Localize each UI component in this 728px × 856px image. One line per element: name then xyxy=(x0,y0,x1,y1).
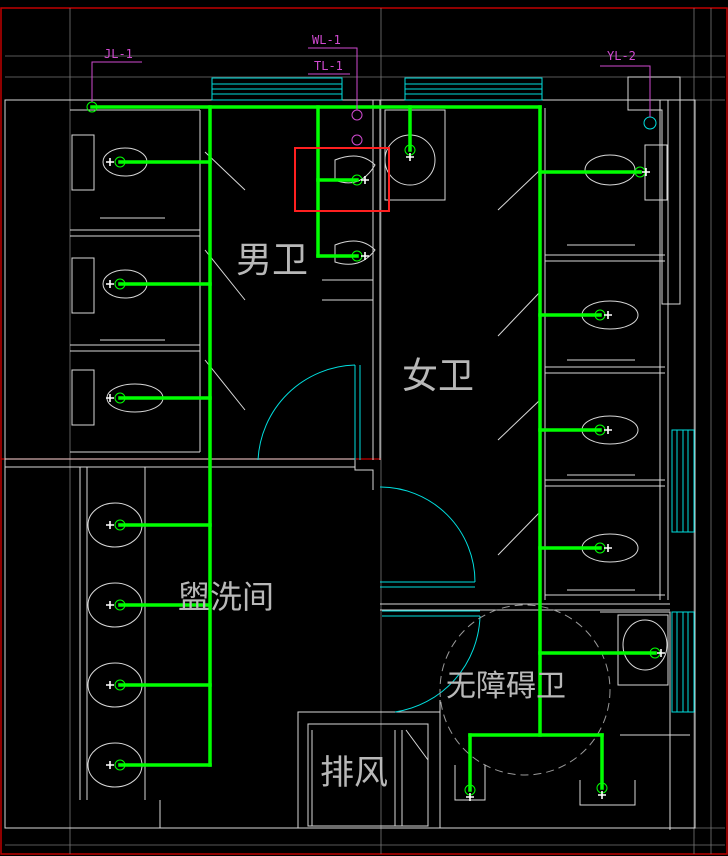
node-mens-1 xyxy=(114,156,126,168)
leader-yl2 xyxy=(600,65,651,117)
urinal-2 xyxy=(334,240,376,265)
supply-pipes xyxy=(90,105,657,792)
node-tl1 xyxy=(351,134,363,146)
node-mens-2 xyxy=(114,278,126,290)
windows xyxy=(211,77,695,713)
walls xyxy=(4,76,696,830)
room-label-womens: 女卫 xyxy=(402,356,474,397)
wall-bottom xyxy=(159,711,441,829)
window-east-1 xyxy=(671,429,695,533)
room-label-washroom: 盥洗间 xyxy=(178,578,274,616)
highlight-box xyxy=(294,147,390,212)
wall-womens-south xyxy=(380,603,670,611)
counter-edges xyxy=(100,217,635,591)
exhaust-room xyxy=(307,723,429,827)
label-tl1: TL-1 xyxy=(314,59,343,73)
node-basin-4 xyxy=(114,759,126,771)
urinal-1 xyxy=(334,155,376,184)
room-label-exhaust: 排风 xyxy=(320,753,388,793)
label-wl1: WL-1 xyxy=(312,33,341,47)
basin-accessible-2 xyxy=(579,780,636,806)
mens-urinal-walls xyxy=(322,279,373,301)
door-arc-mens xyxy=(257,364,361,461)
node-mens-3 xyxy=(114,392,126,404)
frame-lines xyxy=(0,7,728,855)
label-yl2: YL-2 xyxy=(607,49,636,63)
window-womens-north xyxy=(404,77,543,101)
shaft-ne xyxy=(627,76,681,305)
wall-mens-east xyxy=(372,100,381,460)
leader-jl1 xyxy=(91,61,142,102)
wall-womens-east xyxy=(659,100,669,600)
label-leaders xyxy=(91,47,651,117)
wall-accessible xyxy=(439,611,690,830)
leader-wl1 xyxy=(308,47,358,110)
womens-stall-walls xyxy=(544,108,665,600)
node-basin-3 xyxy=(114,679,126,691)
room-label-mens: 男卫 xyxy=(236,240,308,281)
fixtures xyxy=(71,109,669,806)
wheelchair-turning-circle xyxy=(439,604,611,776)
window-mens-north xyxy=(211,77,343,101)
label-jl1: JL-1 xyxy=(104,47,133,61)
door-arc-womens xyxy=(379,486,476,588)
wall-washroom-north xyxy=(5,458,355,468)
room-label-accessible: 无障碍卫 xyxy=(446,669,566,704)
stall-door-swings xyxy=(204,151,541,556)
window-east-2 xyxy=(671,611,695,713)
node-basin-2 xyxy=(114,599,126,611)
building-outline xyxy=(4,99,696,829)
node-crosses xyxy=(106,153,665,801)
wall-jamb xyxy=(354,459,374,490)
floor-drain-box xyxy=(384,109,446,201)
mens-stall-walls xyxy=(70,109,201,453)
node-wl1 xyxy=(351,109,363,121)
toilet-accessible xyxy=(617,614,669,686)
door-arc-accessible xyxy=(382,610,481,713)
outer-frame xyxy=(0,7,728,855)
node-yl2 xyxy=(643,116,657,130)
wall-washroom-west xyxy=(79,467,88,800)
pipe-nodes xyxy=(86,101,665,801)
node-basin-1 xyxy=(114,519,126,531)
